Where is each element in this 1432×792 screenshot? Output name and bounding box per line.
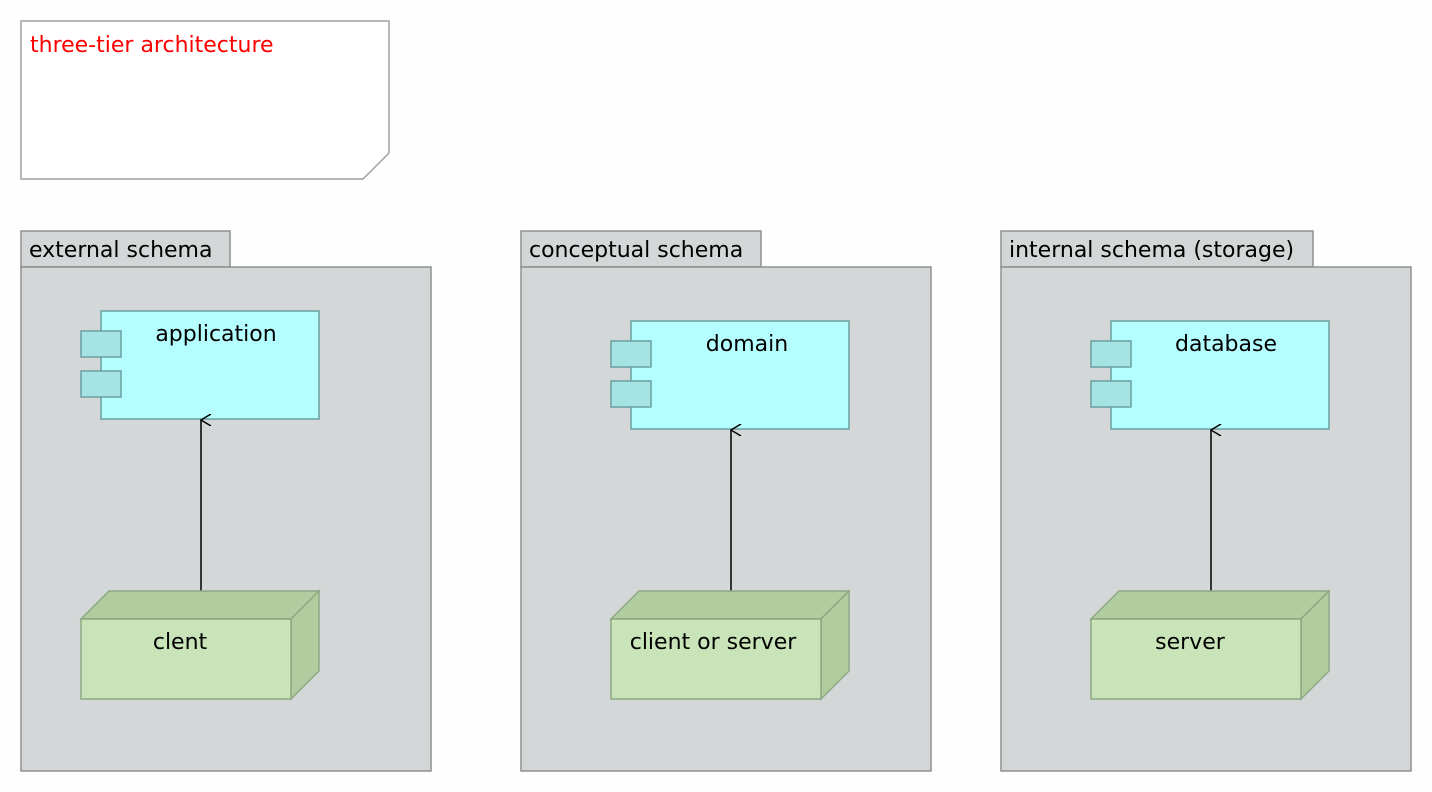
- component-label: application: [155, 322, 276, 347]
- package-title: external schema: [29, 238, 212, 263]
- component-label: domain: [706, 332, 788, 357]
- node-label: client or server: [630, 630, 798, 655]
- component-application: application: [80, 310, 320, 420]
- component-port-bottom: [80, 370, 122, 398]
- node-top-face: [1089, 590, 1331, 620]
- component-port-top: [610, 340, 652, 368]
- component-label: database: [1175, 332, 1277, 357]
- node-label: server: [1155, 630, 1226, 655]
- node-front-face: [80, 618, 292, 700]
- node-front-face: [610, 618, 822, 700]
- component-port-top: [1090, 340, 1132, 368]
- node-label: clent: [153, 630, 208, 655]
- component-body: [100, 310, 320, 420]
- package-tab: [520, 230, 762, 268]
- component-body: [1110, 320, 1330, 430]
- note-text: three-tier architecture: [30, 33, 274, 58]
- node-front-face: [1090, 618, 1302, 700]
- component-database: database: [1090, 320, 1330, 430]
- package-title: conceptual schema: [529, 238, 743, 263]
- package-internal-schema: internal schema (storage) database serve…: [1000, 230, 1412, 772]
- note-shape: [20, 20, 390, 180]
- package-external-schema: external schema application clent: [20, 230, 432, 772]
- package-title: internal schema (storage): [1009, 238, 1294, 263]
- component-domain: domain: [610, 320, 850, 430]
- component-port-bottom: [610, 380, 652, 408]
- node-client-or-server: client or server: [609, 589, 851, 701]
- package-tab: [1000, 230, 1314, 268]
- package-conceptual-schema: conceptual schema domain client or serve…: [520, 230, 932, 772]
- node-top-face: [79, 590, 321, 620]
- package-tab: [20, 230, 231, 268]
- node-server: server: [1089, 589, 1331, 701]
- note: three-tier architecture: [20, 20, 390, 180]
- node-top-face: [609, 590, 851, 620]
- component-port-top: [80, 330, 122, 358]
- component-port-bottom: [1090, 380, 1132, 408]
- node-clent: clent: [79, 589, 321, 701]
